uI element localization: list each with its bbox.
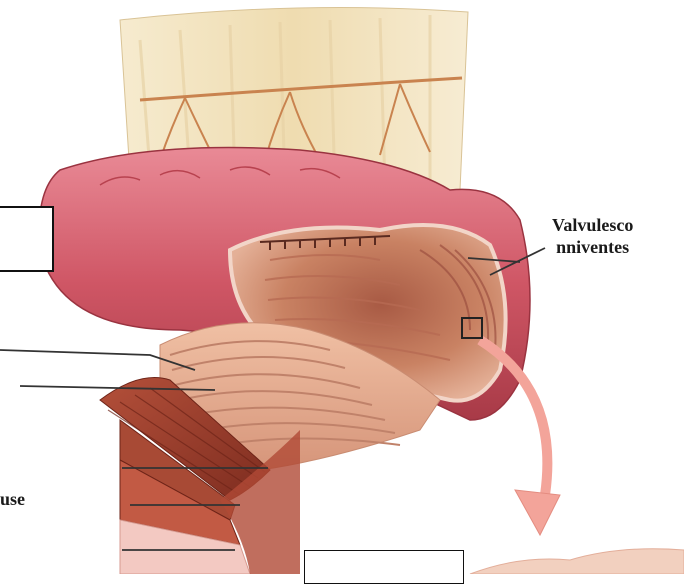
villi-edge xyxy=(470,549,684,574)
valvules-label-line1: Valvulesco xyxy=(552,214,633,236)
valvules-label: Valvulesco nniventes xyxy=(552,214,633,258)
label-box-top[interactable] xyxy=(0,206,54,272)
valvules-label-line2: nniventes xyxy=(552,236,633,258)
label-box-bottom[interactable] xyxy=(304,550,464,584)
partial-left-label: use xyxy=(0,488,25,510)
